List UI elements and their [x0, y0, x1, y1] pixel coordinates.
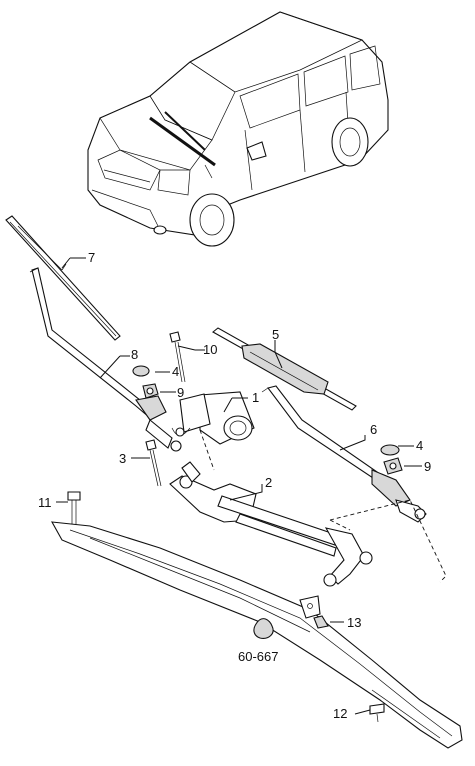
- bolt-11: [67, 491, 81, 524]
- callout-8: 8: [131, 347, 138, 362]
- callout-9-driver: 9: [177, 385, 184, 400]
- bolt-3: [145, 439, 162, 487]
- callout-1: 1: [252, 390, 259, 405]
- clip-12: [369, 703, 385, 723]
- reference-60-667-pointer: [253, 618, 274, 639]
- wiper-blade-passenger: [212, 327, 357, 411]
- callout-10: 10: [203, 342, 217, 357]
- wiper-motor: [171, 391, 255, 445]
- leader-lines: [56, 257, 422, 715]
- wiper-linkage: [169, 429, 373, 587]
- callout-7: 7: [88, 250, 95, 265]
- bolt-10: [169, 331, 186, 383]
- callout-3: 3: [119, 451, 126, 466]
- callout-4-driver: 4: [172, 364, 179, 379]
- callout-2: 2: [265, 475, 272, 490]
- cap-and-nut-passenger: [380, 444, 403, 475]
- callout-4-passenger: 4: [416, 438, 423, 453]
- callout-12: 12: [333, 706, 347, 721]
- clip-13: [313, 615, 329, 629]
- vehicle-illustration: [87, 11, 389, 247]
- wiper-arm-passenger: [261, 385, 427, 523]
- wiper-blade-driver: [5, 215, 121, 341]
- callout-9-passenger: 9: [424, 459, 431, 474]
- callout-11: 11: [38, 495, 52, 510]
- reference-60-667-label: 60-667: [238, 649, 278, 664]
- callout-6: 6: [370, 422, 377, 437]
- callout-13: 13: [347, 615, 361, 630]
- cap-and-nut-driver: [132, 365, 159, 399]
- cowl-panel: [51, 521, 463, 749]
- wiper-arm-driver: [29, 267, 182, 452]
- callout-5: 5: [272, 327, 279, 342]
